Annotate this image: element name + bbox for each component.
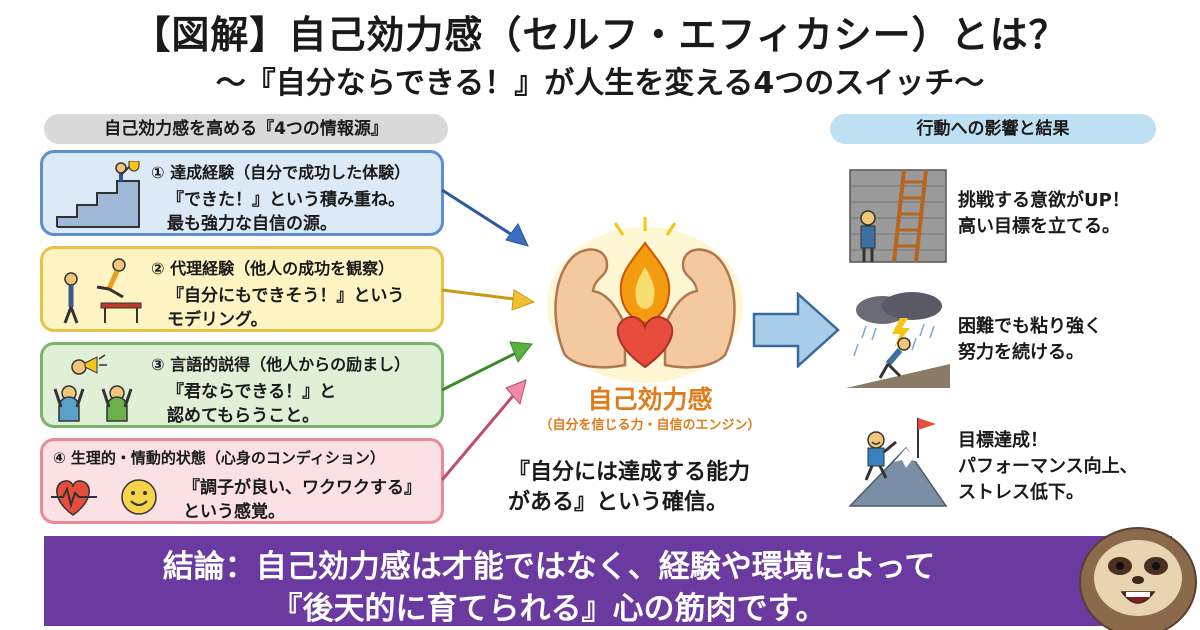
source-line: 認めてもらうこと。 <box>167 406 320 426</box>
result-line: 高い目標を立てる。 <box>958 216 1120 237</box>
source-box-verbal: ③ 言語的説得（他人からの励まし） 『君ならできる！』と 認めてもらうこと。 <box>40 342 444 428</box>
source-line: モデリング。 <box>167 310 268 330</box>
right-arrow-icon <box>752 292 840 368</box>
source-box-achievement: ① 達成経験（自分で成功した体験） 『できた！』という積み重ね。 最も強力な自信… <box>40 150 444 236</box>
source-line: 『調子が良い、ワクワクする』 <box>183 478 421 498</box>
page-subtitle: 〜『自分ならできる！』が人生を変える4つのスイッチ〜 <box>215 66 985 101</box>
center-quote: がある』という確信。 <box>508 490 729 515</box>
conclusion-line: 結論：自己効力感は才能ではなく、経験や環境によって <box>162 549 936 585</box>
source-heading: ④ 生理的・情動的状態（心身のコンディション） <box>53 449 385 467</box>
result-line: 目標達成！ <box>958 430 1048 451</box>
source-line: 『できた！』という積み重ね。 <box>167 190 405 210</box>
source-box-vicarious: ② 代理経験（他人の成功を観察） 『自分にもできそう！』という モデリング。 <box>40 246 444 332</box>
source-box-physiological: ④ 生理的・情動的状態（心身のコンディション） 『調子が良い、ワクワクする』 と… <box>40 438 444 524</box>
result-line: パフォーマンス向上、 <box>958 456 1138 477</box>
source-heading: ③ 言語的説得（他人からの励まし） <box>151 355 411 374</box>
source-heading: ① 達成経験（自分で成功した体験） <box>151 163 411 182</box>
result-line: 努力を続ける。 <box>958 342 1084 363</box>
flexed-arms-flame-heart-icon <box>547 217 743 383</box>
cheering-people-icon <box>53 354 133 422</box>
result-line: 困難でも粘り強く <box>958 316 1102 337</box>
sources-header: 自己効力感を高める『4つの情報源』 <box>44 114 448 144</box>
summit-flag-icon <box>848 418 948 507</box>
trophy-stairs-icon <box>56 161 140 228</box>
converging-arrows <box>440 188 536 481</box>
center-sublabel: （自分を信じる力・自信のエンジン） <box>539 418 761 433</box>
source-heading: ② 代理経験（他人の成功を観察） <box>151 259 395 278</box>
heartbeat-smile-icon <box>51 479 157 516</box>
source-line: 『自分にもできそう！』という <box>167 286 405 306</box>
source-line: 最も強力な自信の源。 <box>167 214 337 234</box>
storm-walker-icon <box>846 292 950 388</box>
conclusion-line: 『後天的に育てられる』心の筋肉です。 <box>271 591 827 627</box>
sloth-mascot-icon <box>1079 527 1197 630</box>
results-header: 行動への影響と結果 <box>830 114 1156 144</box>
source-line: という感覚。 <box>183 502 285 522</box>
conclusion-banner: 結論：自己効力感は才能ではなく、経験や環境によって 『後天的に育てられる』心の筋… <box>44 536 1172 627</box>
center-quote: 『自分には達成する能力 <box>508 460 751 485</box>
source-line: 『君ならできる！』と <box>167 382 337 402</box>
result-line: ストレス低下。 <box>958 482 1084 503</box>
result-line: 挑戦する意欲がUP！ <box>958 190 1130 211</box>
center-label: 自己効力感 <box>587 385 713 414</box>
ladder-wall-icon <box>849 169 947 263</box>
page-title: 【図解】自己効力感（セルフ・エフィカシー）とは？ <box>132 13 1068 57</box>
hurdle-runner-icon <box>63 258 142 324</box>
